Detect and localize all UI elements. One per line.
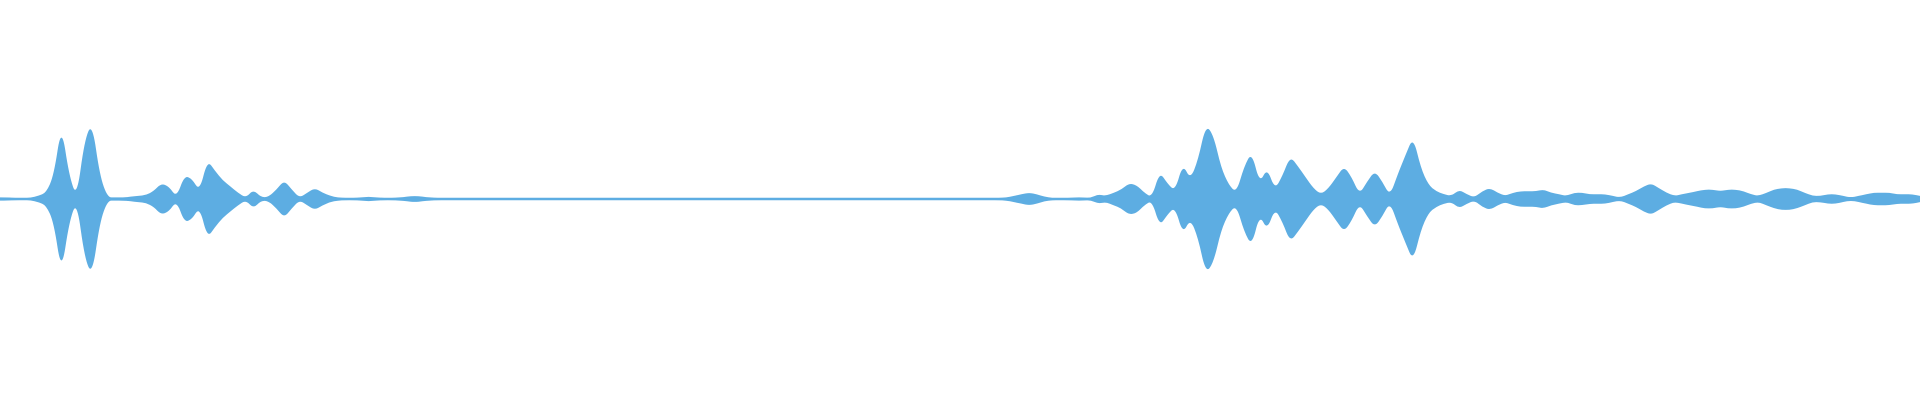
waveform-shape — [0, 128, 1920, 270]
